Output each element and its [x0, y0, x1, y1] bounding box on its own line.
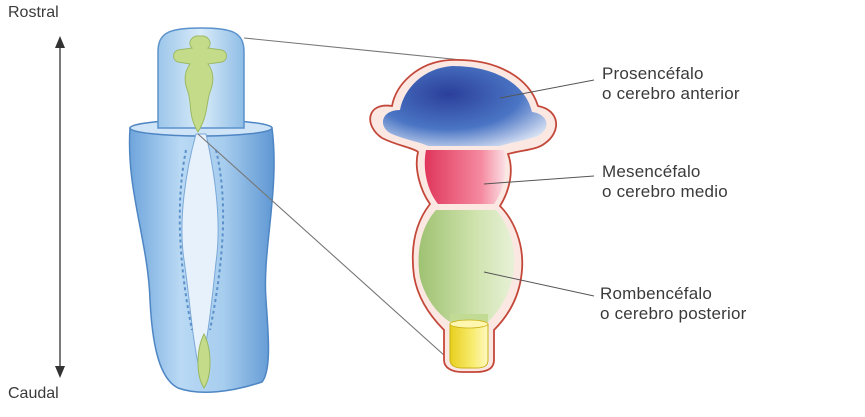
embryo-illustration [130, 28, 275, 392]
axis-label-caudal: Caudal [8, 385, 59, 403]
spinal-cord [450, 324, 488, 368]
label-mesencephalon-line2: o cerebro medio [602, 182, 728, 202]
axis-label-rostral: Rostral [8, 4, 59, 22]
label-prosencephalon-line1: Prosencéfalo [602, 64, 740, 84]
rhombencephalon [419, 210, 515, 322]
neural-tube-enlarged [370, 60, 556, 372]
label-prosencephalon: Prosencéfalo o cerebro anterior [602, 64, 740, 104]
mesencephalon [425, 150, 506, 204]
rostral-caudal-arrow [55, 36, 65, 378]
label-rhombencephalon: Rombencéfalo o cerebro posterior [600, 284, 746, 324]
label-mesencephalon: Mesencéfalo o cerebro medio [602, 162, 728, 202]
label-prosencephalon-line2: o cerebro anterior [602, 84, 740, 104]
label-rhombencephalon-line2: o cerebro posterior [600, 304, 746, 324]
label-mesencephalon-line1: Mesencéfalo [602, 162, 728, 182]
label-rhombencephalon-line1: Rombencéfalo [600, 284, 746, 304]
